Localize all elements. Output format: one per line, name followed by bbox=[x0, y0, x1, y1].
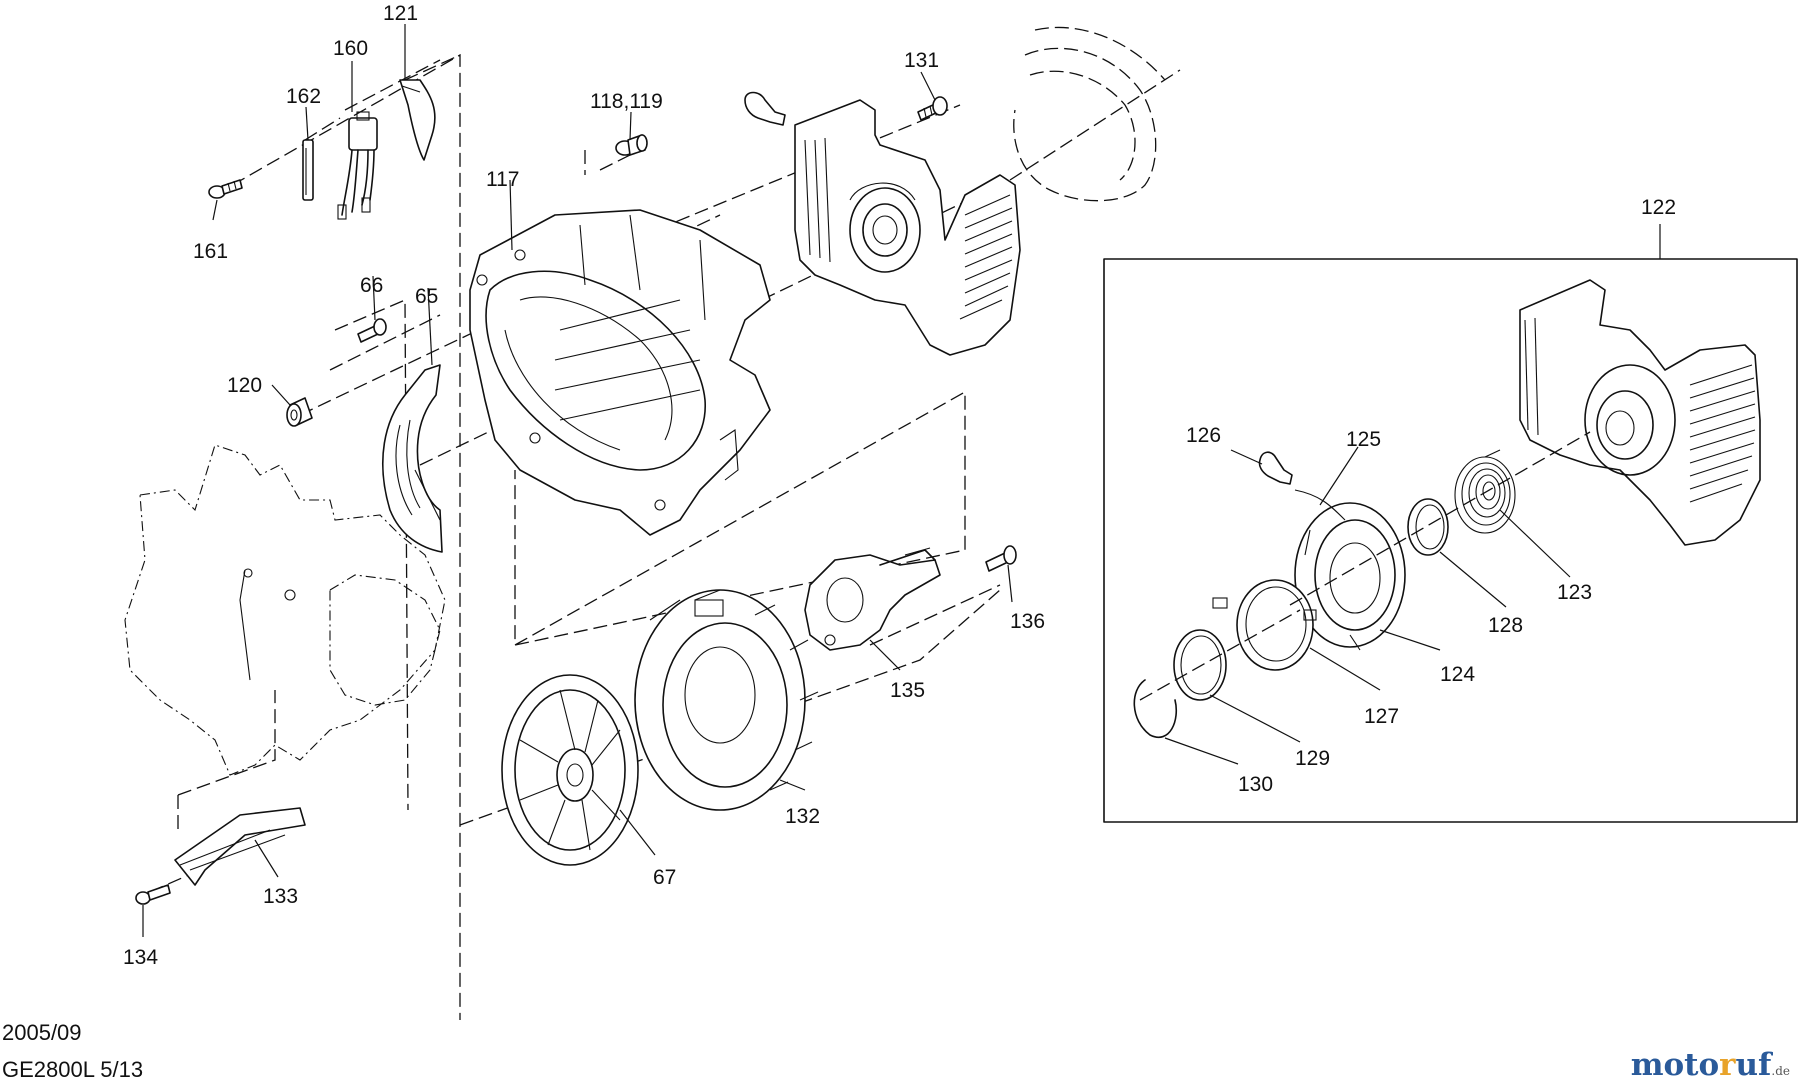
callout-133: 133 bbox=[263, 885, 298, 908]
part-123-spiral-spring bbox=[1454, 449, 1516, 534]
callout-65: 65 bbox=[415, 285, 438, 308]
part-131-screw bbox=[917, 96, 948, 121]
callout-126: 126 bbox=[1186, 424, 1221, 447]
part-136-screw bbox=[985, 545, 1017, 572]
part-125-126-rope-handle bbox=[1258, 451, 1346, 521]
callout-130: 130 bbox=[1238, 773, 1273, 796]
starter-fins bbox=[959, 194, 1013, 320]
inset-box-122 bbox=[1103, 224, 1798, 823]
part-66-screw bbox=[357, 318, 387, 343]
part-132-flywheel bbox=[634, 589, 819, 811]
brand-suffix: .de bbox=[1771, 1064, 1790, 1078]
callout-labels: 121 160 162 161 118,119 131 117 66 65 12… bbox=[123, 2, 1676, 969]
part-118-119-screw bbox=[615, 134, 648, 156]
callout-131: 131 bbox=[904, 49, 939, 72]
brand-part-3: uf bbox=[1735, 1047, 1772, 1083]
part-160-module bbox=[337, 111, 378, 220]
part-67-fan bbox=[501, 674, 639, 866]
callout-128: 128 bbox=[1488, 614, 1523, 637]
callout-121: 121 bbox=[383, 2, 418, 25]
engine-cover-outline bbox=[1013, 26, 1166, 202]
footer-date: 2005/09 bbox=[2, 1020, 82, 1045]
engine-block-outline bbox=[124, 444, 446, 776]
recoil-starter-assembly bbox=[744, 91, 1021, 356]
part-161-screw bbox=[208, 179, 243, 199]
callout-125: 125 bbox=[1346, 428, 1381, 451]
part-124-reel bbox=[1294, 502, 1406, 651]
callout-129: 129 bbox=[1295, 747, 1330, 770]
footer-model-page: GE2800L 5/13 bbox=[2, 1057, 144, 1082]
part-120-spacer bbox=[286, 397, 313, 427]
callout-162: 162 bbox=[286, 85, 321, 108]
inset-fins bbox=[1689, 364, 1756, 503]
leader-lines bbox=[142, 24, 1571, 937]
part-127-ratchet bbox=[1212, 579, 1317, 671]
callout-117: 117 bbox=[486, 168, 519, 191]
callout-123: 123 bbox=[1557, 581, 1592, 604]
callout-132: 132 bbox=[785, 805, 820, 828]
callout-136: 136 bbox=[1010, 610, 1045, 633]
part-65-shield bbox=[381, 364, 443, 553]
callout-118-119: 118,119 bbox=[590, 90, 663, 113]
callout-160: 160 bbox=[333, 37, 368, 60]
part-162-strip bbox=[302, 139, 314, 201]
part-135-pulley bbox=[804, 547, 941, 651]
callout-134: 134 bbox=[123, 946, 158, 969]
callout-122: 122 bbox=[1641, 196, 1676, 219]
brand-part-2: r bbox=[1719, 1047, 1736, 1083]
callout-127: 127 bbox=[1364, 705, 1399, 728]
part-128-ring bbox=[1407, 498, 1449, 556]
callout-67: 67 bbox=[653, 866, 676, 889]
callout-135: 135 bbox=[890, 679, 925, 702]
part-129-clip bbox=[1173, 629, 1227, 701]
part-117-fan-housing bbox=[469, 209, 771, 536]
motoruf-logo[interactable]: motoruf.de bbox=[1631, 1047, 1790, 1083]
brand-part-1: moto bbox=[1630, 1047, 1720, 1083]
part-121-cover-plate bbox=[399, 79, 436, 161]
fan-blades bbox=[519, 689, 621, 851]
part-130-snap-ring bbox=[1133, 679, 1177, 738]
part-134-screw bbox=[135, 884, 171, 905]
callout-124: 124 bbox=[1440, 663, 1475, 686]
part-133-bracket bbox=[174, 807, 306, 886]
callout-66: 66 bbox=[360, 274, 383, 297]
callout-161: 161 bbox=[193, 240, 228, 263]
callout-120: 120 bbox=[227, 374, 262, 397]
